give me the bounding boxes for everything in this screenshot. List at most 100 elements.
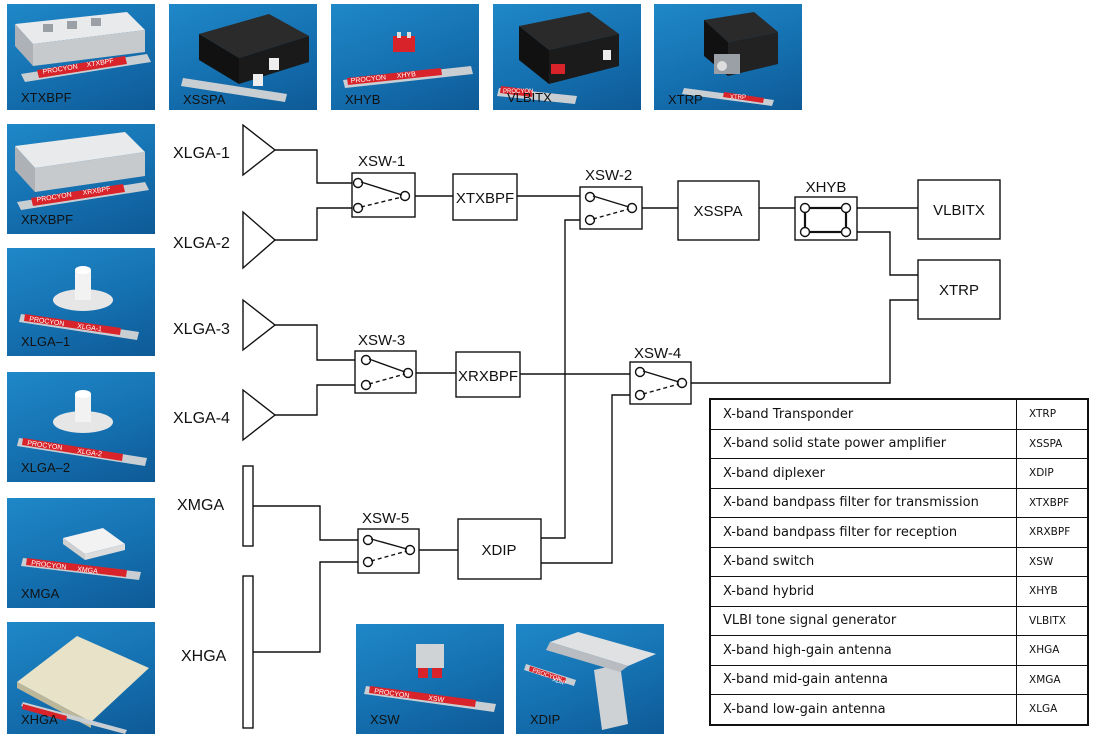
- xlga-4-antenna-icon: [242, 388, 277, 442]
- legend-abbreviation: XMGA: [1016, 664, 1089, 695]
- xlga-1-label: XLGA-1: [173, 145, 230, 162]
- photo-xrxbpf: PROCYON XRXBPF XRXBPF: [7, 124, 155, 234]
- svg-text:XLGA-1: XLGA-1: [77, 323, 103, 333]
- transponder-icon: XTRP: [682, 12, 778, 106]
- legend-description: X-band solid state power amplifier: [709, 428, 1017, 459]
- legend-abbreviation: XSSPA: [1016, 428, 1089, 459]
- vlbitx-label: VLBITX: [933, 202, 985, 219]
- legend-description: VLBI tone signal generator: [709, 605, 1017, 636]
- legend-abbreviation: VLBITX: [1016, 605, 1089, 636]
- xsw-2-box: [579, 186, 643, 230]
- photo-caption: XRXBPF: [21, 212, 74, 227]
- xtxbpf-block: [452, 173, 518, 221]
- legend-description: X-band diplexer: [709, 458, 1017, 489]
- hga-antenna-icon: [17, 636, 149, 734]
- photo-xsw: PROCYON XSW XSW: [356, 624, 504, 734]
- xdip-block: [457, 518, 542, 580]
- svg-text:XTRP: XTRP: [730, 95, 746, 101]
- photo-xhga: XHGA: [7, 622, 155, 734]
- photo-caption: XDIP: [530, 712, 561, 727]
- generator-box-icon: PROCYON: [497, 12, 619, 104]
- xrxbpf-label: XRXBPF: [458, 368, 518, 385]
- xdip-label: XDIP: [481, 542, 516, 559]
- xsw-2-label: XSW-2: [585, 167, 632, 184]
- xsw-5-box: [357, 528, 420, 574]
- xlga-3-antenna-icon: [242, 298, 277, 352]
- mga-antenna-icon: PROCYON XMGA: [21, 528, 141, 580]
- svg-text:XMGA: XMGA: [77, 566, 99, 576]
- xsw-1-label: XSW-1: [358, 153, 405, 170]
- legend-abbreviation: XTXBPF: [1016, 487, 1089, 518]
- xmga-antenna-icon: [242, 465, 254, 547]
- xhyb-block: [794, 196, 858, 241]
- xmga-label: XMGA: [177, 497, 224, 514]
- photo-caption: XHYB: [345, 92, 381, 107]
- legend-description: X-band low-gain antenna: [709, 694, 1017, 725]
- legend-abbreviation: XHGA: [1016, 635, 1089, 666]
- photo-caption: XLGA–2: [21, 460, 71, 475]
- photo-caption: XSSPA: [183, 92, 226, 107]
- svg-text:XSW: XSW: [428, 695, 445, 704]
- svg-text:PROCYON: PROCYON: [503, 89, 533, 95]
- amplifier-box-icon: [181, 14, 309, 102]
- legend-abbreviation: XDIP: [1016, 458, 1089, 489]
- xsw-4-label: XSW-4: [634, 345, 681, 362]
- lga-antenna-icon: PROCYON XLGA-1: [19, 266, 139, 340]
- svg-text:XRXBPF: XRXBPF: [82, 186, 111, 197]
- xhga-label: XHGA: [181, 648, 227, 665]
- svg-text:PROCYON: PROCYON: [374, 688, 410, 700]
- legend-description: X-band bandpass filter for transmission: [709, 487, 1017, 518]
- xlga-3-label: XLGA-3: [173, 321, 230, 338]
- svg-text:XLGA-2: XLGA-2: [77, 448, 103, 458]
- legend-description: X-band bandpass filter for reception: [709, 517, 1017, 548]
- photo-caption: XLGA–1: [21, 334, 71, 349]
- photo-xlga1: PROCYON XLGA-1 XLGA–1: [7, 248, 155, 356]
- legend-abbreviation: XTRP: [1016, 398, 1089, 430]
- photo-vlbitx: PROCYON VLBITX: [493, 4, 641, 110]
- xsw-5-label: XSW-5: [362, 510, 409, 527]
- svg-text:PROCYON: PROCYON: [350, 74, 386, 85]
- legend-description: X-band mid-gain antenna: [709, 664, 1017, 695]
- svg-text:PROCYON: PROCYON: [27, 440, 63, 452]
- svg-text:XHYB: XHYB: [396, 71, 416, 80]
- photo-xtrp: XTRP XTRP: [654, 4, 802, 110]
- photo-xtxbpf: PROCYON XTXBPF XTXBPF: [7, 4, 155, 110]
- xtrp-block: [917, 259, 1001, 320]
- xlga-1-antenna-icon: [242, 123, 277, 177]
- xsspa-block: [677, 180, 760, 241]
- photo-xlga2: PROCYON XLGA-2 XLGA–2: [7, 372, 155, 482]
- legend-description: X-band switch: [709, 546, 1017, 577]
- xsw-3-box: [354, 350, 417, 394]
- legend-description: X-band hybrid: [709, 576, 1017, 607]
- lga-antenna-icon: PROCYON XLGA-2: [17, 390, 147, 466]
- waveguide-filter-icon: PROCYON XRXBPF: [15, 132, 149, 210]
- diplexer-icon: PROCYON XDIP: [524, 632, 656, 730]
- xlga-4-label: XLGA-4: [173, 410, 230, 427]
- legend-abbreviation: XSW: [1016, 546, 1089, 577]
- svg-text:XTXBPF: XTXBPF: [86, 58, 114, 69]
- svg-text:XDIP: XDIP: [551, 677, 566, 687]
- legend-description: X-band Transponder: [709, 398, 1017, 430]
- photo-xhyb: PROCYON XHYB XHYB: [331, 4, 479, 110]
- xhga-antenna-icon: [242, 575, 254, 729]
- svg-text:PROCYON: PROCYON: [31, 560, 67, 571]
- photo-caption: XMGA: [21, 586, 60, 601]
- photo-caption: XTRP: [668, 92, 703, 107]
- xsw-1-box: [351, 172, 416, 218]
- photo-xdip: PROCYON XDIP XDIP: [516, 624, 664, 734]
- photo-caption: XSW: [370, 712, 400, 727]
- legend-abbreviation: XHYB: [1016, 576, 1089, 607]
- photo-caption: XHGA: [21, 712, 58, 727]
- switch-icon: PROCYON XSW: [364, 644, 496, 712]
